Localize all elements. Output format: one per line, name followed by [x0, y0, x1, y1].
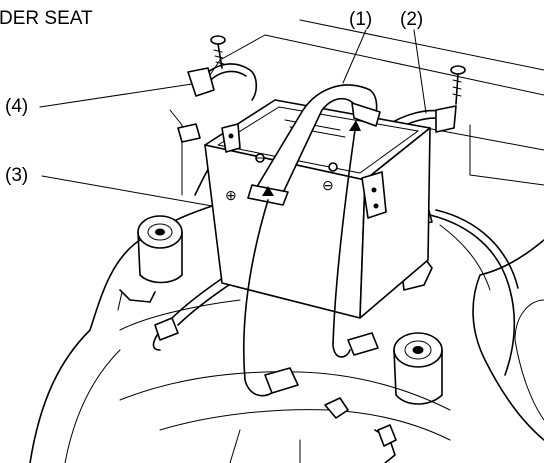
band-hook-front	[347, 332, 379, 356]
right-mount-post	[374, 332, 443, 463]
battery-terminal-positive	[187, 67, 241, 153]
battery-terminal-negative	[361, 105, 457, 219]
callout-1-label: (1)	[349, 9, 372, 30]
terminal-bolt-left	[210, 35, 226, 69]
terminal-bolt-right	[450, 65, 466, 105]
callout-2-label: (2)	[400, 9, 423, 30]
battery-retaining-band	[247, 84, 381, 206]
callout-4-label: (4)	[5, 96, 28, 117]
positive-mark: ⊕	[225, 187, 237, 203]
callout-3-label: (3)	[5, 165, 28, 186]
band-routing-arrows	[242, 120, 361, 397]
negative-mark: ⊖	[322, 177, 334, 193]
heading-text: DER SEAT	[0, 8, 93, 29]
band-hook-rear	[264, 367, 299, 394]
left-mount-post	[117, 215, 183, 311]
battery: ⊕ ⊖	[204, 99, 431, 319]
